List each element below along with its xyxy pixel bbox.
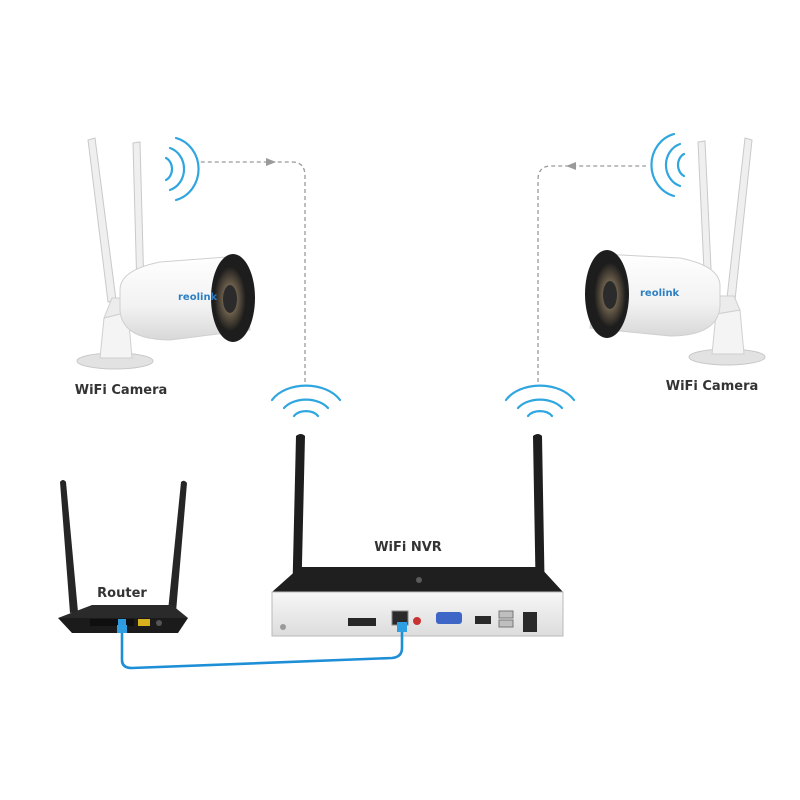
wifi-signal-icon <box>650 132 686 198</box>
camera-mount <box>688 295 766 366</box>
router-power-port <box>156 620 162 626</box>
wifi-camera-left: reolink WiFi Camera <box>75 136 255 398</box>
camera-right-label: WiFi Camera <box>666 379 759 394</box>
router-lan-ports <box>90 619 134 626</box>
nvr-port-usb-bank <box>348 618 376 626</box>
antenna-icon <box>292 434 545 606</box>
wifi-signal-icon <box>504 384 576 418</box>
router-label: Router <box>97 586 147 601</box>
nvr-label: WiFi NVR <box>374 540 442 555</box>
nvr-power-port <box>523 612 537 632</box>
ethernet-cable-icon <box>117 622 407 670</box>
camera-logo: reolink <box>640 288 680 299</box>
camera-logo: reolink <box>178 292 218 303</box>
wifi-signal-icon <box>164 136 200 202</box>
antenna-icon <box>87 137 145 303</box>
nvr-audio-port <box>413 617 421 625</box>
dashed-arrow-icon <box>200 161 306 382</box>
router-lan-port-connected <box>118 619 126 626</box>
camera-left-label: WiFi Camera <box>75 383 168 398</box>
dashed-arrow-icon <box>537 165 646 382</box>
nvr-vga-port <box>436 612 462 624</box>
arrow-head-icon <box>566 162 576 170</box>
nvr-screw <box>280 624 286 630</box>
cable-plug <box>397 622 407 632</box>
wifi-signal-icon <box>270 384 342 418</box>
nvr-usb-port <box>498 619 514 628</box>
arrow-head-icon <box>266 158 276 166</box>
router-wan-port <box>138 619 150 626</box>
router: Router <box>58 480 188 633</box>
camera-body: reolink <box>585 250 721 338</box>
antenna-icon <box>60 480 187 613</box>
wifi-nvr: WiFi NVR <box>271 434 564 637</box>
nvr-indicator <box>416 577 422 583</box>
router-top <box>58 605 188 618</box>
camera-body: reolink <box>119 254 255 342</box>
cable-plug <box>117 625 127 633</box>
nvr-usb-port <box>498 610 514 619</box>
wifi-camera-right: reolink WiFi Camera <box>585 132 766 394</box>
nvr-hdmi-port <box>475 616 491 624</box>
nvr-rear-panel <box>271 591 564 637</box>
